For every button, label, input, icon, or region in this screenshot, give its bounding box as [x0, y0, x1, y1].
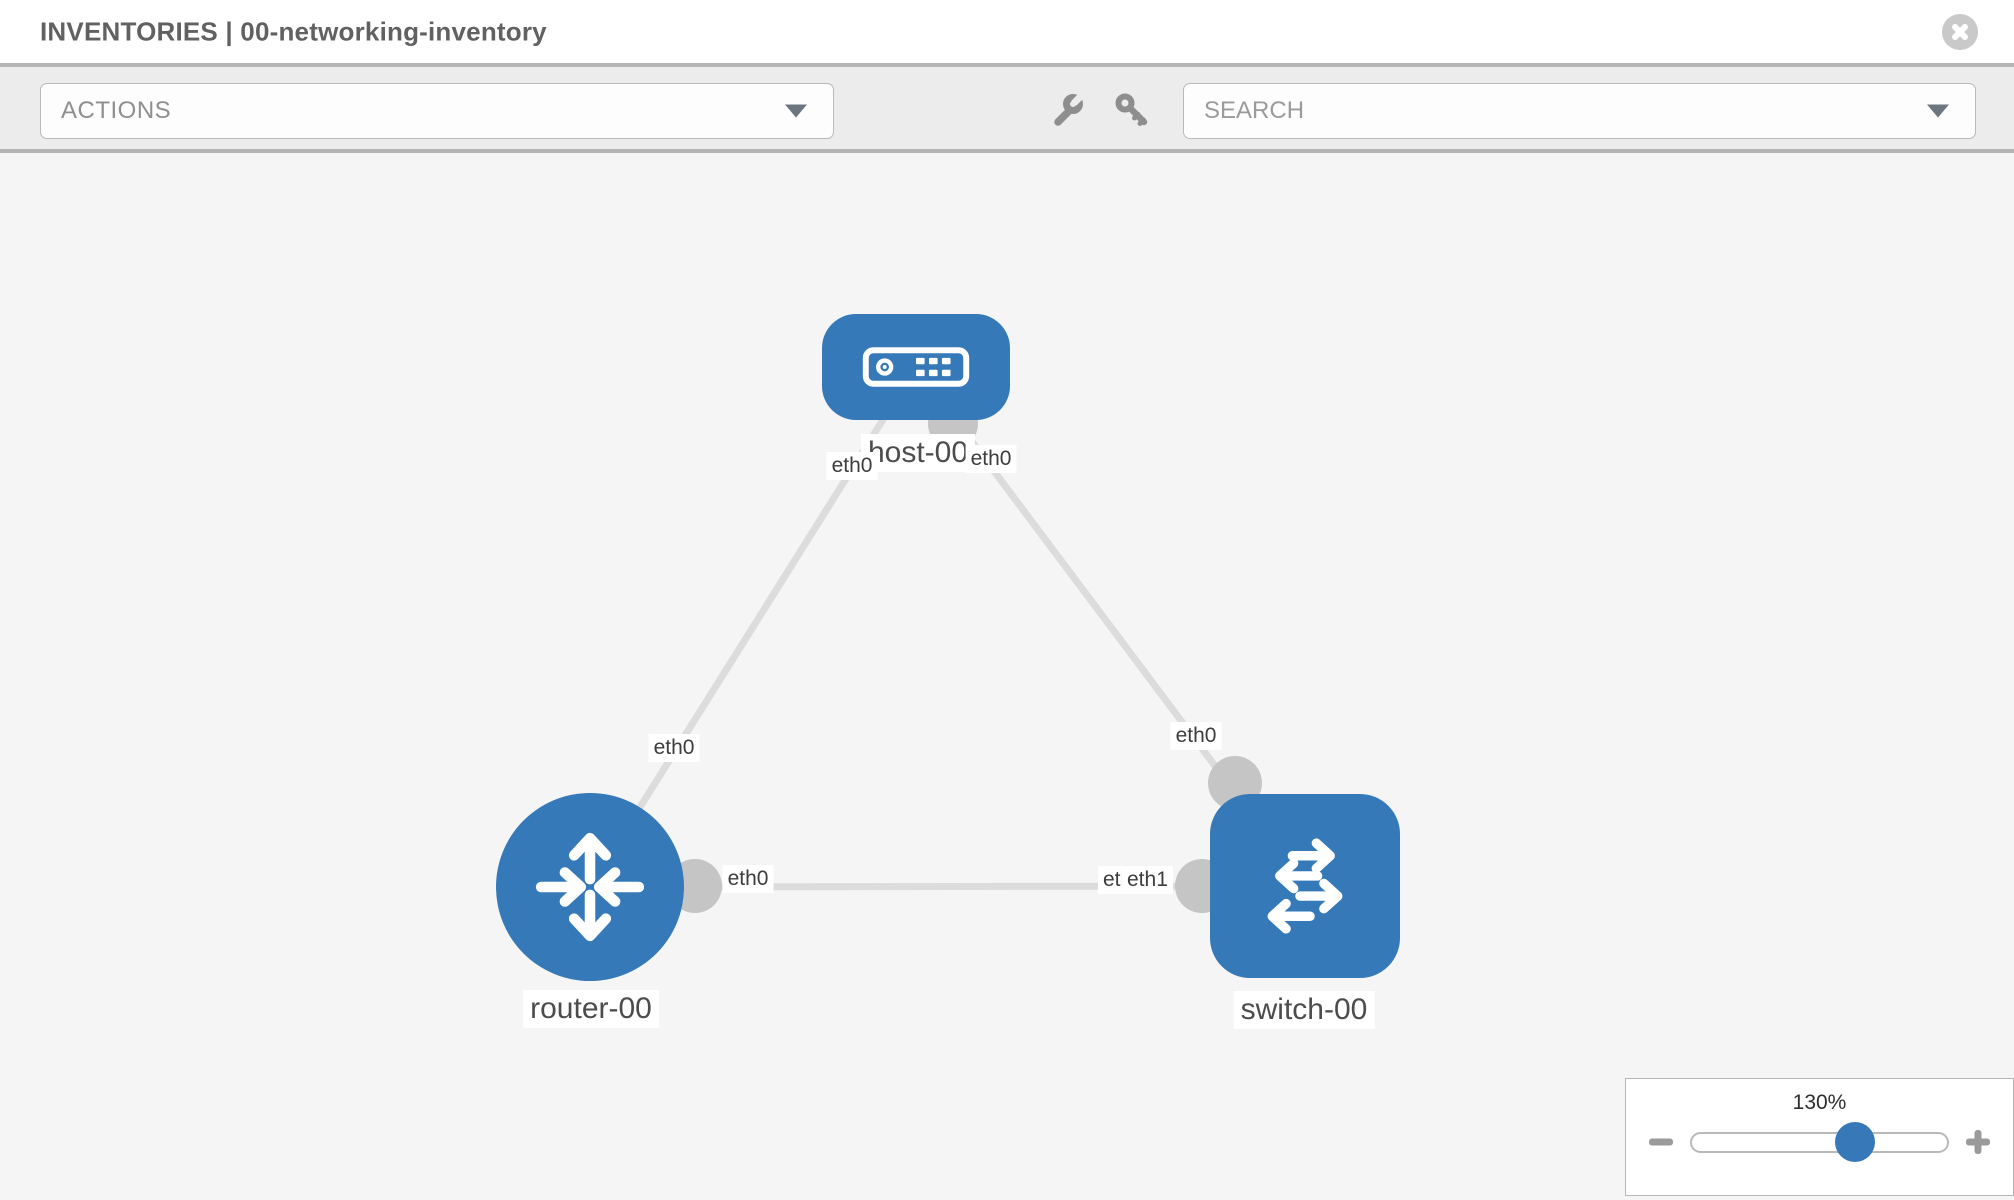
chevron-down-icon	[785, 104, 807, 118]
interface-label-host-left: eth0	[826, 452, 878, 480]
toolbar: ACTIONS	[0, 67, 2014, 153]
header: INVENTORIES | 00-networking-inventory	[0, 0, 2014, 67]
interface-label-router-host-link: eth0	[648, 734, 700, 762]
zoom-out-minus-icon[interactable]	[1648, 1129, 1674, 1155]
interface-label-host-switch-link: eth0	[1170, 722, 1222, 750]
interface-label-host-right: eth0	[965, 445, 1017, 473]
topology-canvas[interactable]: host-00 router-00 switch-00 eth0 eth0 et…	[0, 153, 2014, 1196]
node-label-router: router-00	[523, 990, 659, 1028]
zoom-control-panel: 130%	[1625, 1078, 2014, 1196]
zoom-slider[interactable]	[1690, 1122, 1949, 1162]
node-switch-00[interactable]	[1210, 794, 1400, 978]
switch-icon	[1267, 838, 1343, 934]
node-label-switch: switch-00	[1233, 991, 1375, 1029]
key-icon[interactable]	[1112, 91, 1152, 131]
router-icon	[535, 832, 645, 942]
wrench-icon[interactable]	[1046, 91, 1086, 131]
zoom-slider-thumb[interactable]	[1835, 1122, 1876, 1162]
node-label-host: host-00	[860, 434, 976, 472]
search-input[interactable]	[1184, 84, 1975, 138]
node-router-00[interactable]	[496, 793, 684, 981]
zoom-level-value: 130%	[1792, 1091, 1847, 1114]
interface-label-router-port: eth0	[722, 865, 774, 893]
topology-edges	[587, 364, 1308, 913]
close-icon[interactable]	[1942, 13, 1978, 50]
zoom-in-plus-icon[interactable]	[1965, 1129, 1991, 1155]
interface-label-switch-port-front: eth1	[1122, 866, 1173, 894]
node-host-00[interactable]	[822, 314, 1010, 420]
actions-dropdown[interactable]: ACTIONS	[40, 83, 834, 139]
page-title: INVENTORIES | 00-networking-inventory	[40, 16, 547, 46]
server-icon	[862, 347, 970, 387]
actions-dropdown-label: ACTIONS	[61, 97, 172, 124]
chevron-down-icon	[1927, 104, 1949, 118]
search-box[interactable]	[1183, 83, 1976, 139]
